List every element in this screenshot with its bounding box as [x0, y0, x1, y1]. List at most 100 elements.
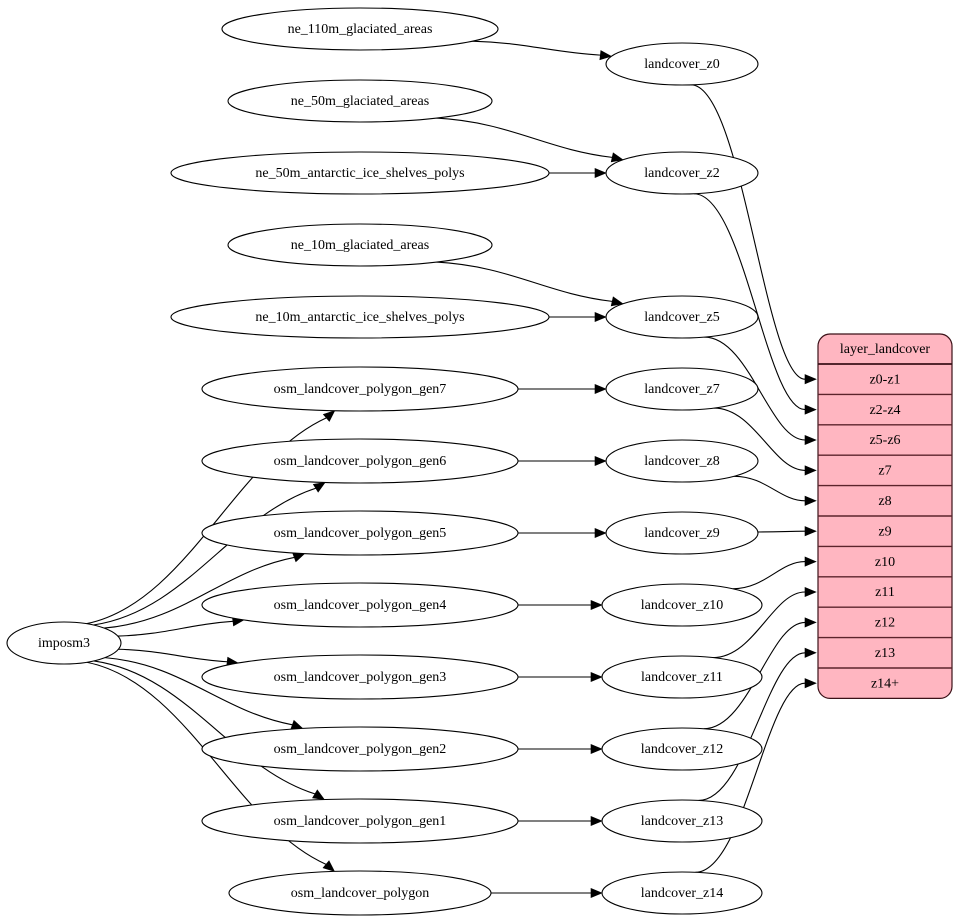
- node-ne_50m_glaciated_areas[interactable]: ne_50m_glaciated_areas: [227, 79, 493, 123]
- node-shape: [221, 7, 499, 51]
- node-shape: [605, 367, 759, 411]
- node-osm_landcover_polygon_gen3[interactable]: osm_landcover_polygon_gen3: [201, 654, 519, 700]
- node-landcover_z11[interactable]: landcover_z11: [601, 655, 763, 699]
- node-shape: [201, 654, 519, 700]
- node-osm_landcover_polygon_gen1[interactable]: osm_landcover_polygon_gen1: [201, 798, 519, 844]
- edge-arrowhead: [594, 455, 607, 467]
- node-ne_10m_glaciated_areas[interactable]: ne_10m_glaciated_areas: [227, 223, 493, 267]
- edge-arrowhead: [292, 552, 306, 563]
- node-shape: [605, 439, 759, 483]
- node-osm_landcover_polygon_gen4[interactable]: osm_landcover_polygon_gen4: [201, 582, 519, 628]
- node-landcover_z9[interactable]: landcover_z9: [605, 511, 759, 555]
- edge-arrowhead: [804, 374, 817, 385]
- edge-line: [690, 84, 806, 380]
- node-landcover_z13[interactable]: landcover_z13: [601, 799, 763, 843]
- node-shape: [601, 655, 763, 699]
- table-row[interactable]: [818, 668, 952, 698]
- node-osm_landcover_polygon_gen2[interactable]: osm_landcover_polygon_gen2: [201, 726, 519, 772]
- edge-arrowhead: [610, 152, 624, 163]
- node-landcover_z5[interactable]: landcover_z5: [605, 295, 759, 339]
- node-ne_50m_antarctic_ice_shelves_polys[interactable]: ne_50m_antarctic_ice_shelves_polys: [170, 151, 550, 195]
- edge-arrowhead: [312, 482, 326, 493]
- node-shape: [605, 511, 759, 555]
- edge-line: [712, 591, 806, 659]
- node-shape: [201, 510, 519, 556]
- edge-arrowhead: [312, 789, 326, 800]
- edge-line: [695, 682, 806, 873]
- edge-line: [472, 40, 601, 56]
- node-osm_landcover_polygon_gen6[interactable]: osm_landcover_polygon_gen6: [201, 438, 519, 484]
- node-landcover_z10[interactable]: landcover_z10: [601, 583, 763, 627]
- node-shape: [201, 798, 519, 844]
- edge-arrowhead: [594, 167, 607, 179]
- edge-arrowhead: [590, 743, 603, 755]
- node-osm_landcover_polygon_gen7[interactable]: osm_landcover_polygon_gen7: [201, 366, 519, 412]
- edge-line: [698, 652, 806, 802]
- node-osm_landcover_polygon[interactable]: osm_landcover_polygon: [228, 870, 492, 916]
- edge-line: [757, 530, 806, 533]
- edge-arrowhead: [590, 599, 603, 611]
- node-ne_110m_glaciated_areas[interactable]: ne_110m_glaciated_areas: [221, 7, 499, 51]
- edge-arrowhead: [804, 495, 817, 506]
- edge-arrowhead: [804, 647, 817, 658]
- node-shape: [601, 583, 763, 627]
- node-imposm3[interactable]: imposm3: [6, 621, 122, 665]
- node-shape: [227, 79, 493, 123]
- edge-line: [713, 407, 806, 471]
- node-shape: [6, 621, 122, 665]
- table-row[interactable]: [818, 455, 952, 485]
- node-shape: [228, 870, 492, 916]
- edge-arrowhead: [322, 860, 336, 872]
- node-landcover_z2[interactable]: landcover_z2: [605, 151, 759, 195]
- node-landcover_z8[interactable]: landcover_z8: [605, 439, 759, 483]
- layer-landcover-table: layer_landcoverz0-z1z2-z4z5-z6z7z8z9z10z…: [817, 333, 953, 699]
- edge-arrowhead: [290, 719, 304, 730]
- table-row[interactable]: [818, 577, 952, 607]
- edge-arrowhead: [590, 671, 603, 683]
- node-shape: [201, 726, 519, 772]
- edge-arrowhead: [610, 296, 624, 307]
- node-landcover_z0[interactable]: landcover_z0: [605, 42, 759, 86]
- node-ne_10m_antarctic_ice_shelves_polys[interactable]: ne_10m_antarctic_ice_shelves_polys: [170, 295, 550, 339]
- node-shape: [601, 871, 763, 915]
- node-shape: [201, 366, 519, 412]
- nodes-layer: imposm3 ne_110m_glaciated_areas ne_50m_gla…: [6, 7, 763, 916]
- edge-arrowhead: [804, 434, 817, 446]
- edge-arrowhead: [804, 617, 817, 628]
- table-row[interactable]: [818, 638, 952, 668]
- node-landcover_z7[interactable]: landcover_z7: [605, 367, 759, 411]
- edge-arrowhead: [322, 410, 336, 422]
- node-landcover_z14[interactable]: landcover_z14: [601, 871, 763, 915]
- node-shape: [201, 582, 519, 628]
- node-shape: [201, 438, 519, 484]
- node-landcover_z12[interactable]: landcover_z12: [601, 727, 763, 771]
- edge-line: [93, 660, 316, 795]
- table-row[interactable]: [818, 425, 952, 455]
- table-row[interactable]: [818, 607, 952, 637]
- edge-arrowhead: [804, 404, 817, 415]
- table-row[interactable]: [818, 394, 952, 424]
- edge-arrowhead: [804, 586, 817, 598]
- edge-line: [117, 620, 233, 637]
- table-row[interactable]: [818, 546, 952, 576]
- edge-arrowhead: [590, 815, 603, 827]
- node-shape: [601, 727, 763, 771]
- edge-line: [693, 193, 806, 411]
- edge-line: [436, 117, 613, 158]
- table-row[interactable]: [818, 516, 952, 546]
- edge-line: [118, 648, 228, 663]
- edge-arrowhead: [590, 887, 603, 899]
- node-shape: [605, 151, 759, 195]
- edge-line: [436, 261, 613, 302]
- table-row[interactable]: [818, 486, 952, 516]
- node-shape: [605, 42, 759, 86]
- edge-line: [104, 556, 295, 629]
- edge-arrowhead: [804, 465, 817, 476]
- node-shape: [601, 799, 763, 843]
- table-row[interactable]: [818, 364, 952, 394]
- edge-line: [93, 487, 316, 626]
- node-shape: [605, 295, 759, 339]
- node-osm_landcover_polygon_gen5[interactable]: osm_landcover_polygon_gen5: [201, 510, 519, 556]
- edge-line: [734, 475, 806, 502]
